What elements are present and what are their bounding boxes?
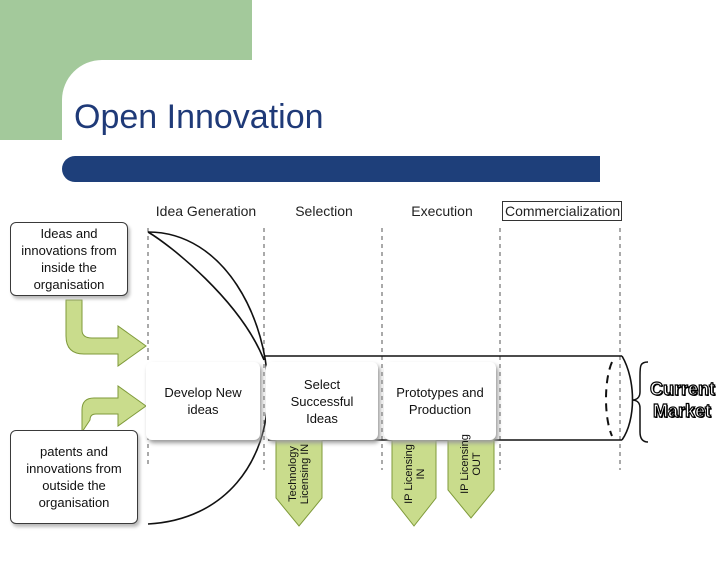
stage-commercialization: Commercialization (502, 201, 622, 221)
background-white-panel (62, 60, 720, 580)
current-market-label: Current Market (649, 378, 716, 421)
stage-idea-generation: Idea Generation (155, 203, 257, 219)
prototypes-box: Prototypes and Production (384, 362, 496, 440)
arrow-inside-ideas (65, 299, 147, 367)
select-ideas-box: Select Successful Ideas (266, 362, 378, 440)
funnel-mouth (621, 355, 634, 441)
ip-licensing-out-label: IP Licensing OUT (459, 434, 483, 494)
technology-licensing-in-label: Technology Licensing IN (287, 443, 311, 505)
ip-licensing-in-label: IP Licensing IN (403, 444, 427, 504)
inside-ideas-label: Ideas and innovations from inside the or… (21, 226, 117, 292)
develop-ideas-box: Develop New ideas (146, 362, 260, 440)
inside-ideas-box: Ideas and innovations from inside the or… (10, 222, 128, 296)
outside-patents-box: patents and innovations from outside the… (10, 430, 138, 524)
outside-patents-label: patents and innovations from outside the… (26, 444, 122, 510)
arrow-outside-patents (66, 385, 147, 433)
stage-selection: Selection (295, 203, 353, 219)
select-ideas-label: Select Successful Ideas (290, 376, 354, 426)
prototypes-label: Prototypes and Production (396, 385, 484, 417)
input-arrows (65, 299, 147, 433)
develop-ideas-label: Develop New ideas (164, 385, 242, 417)
market-oval-dashed (605, 361, 613, 437)
page-title: Open Innovation (74, 98, 324, 136)
stage-execution: Execution (411, 203, 473, 219)
funnel-top-line (147, 231, 265, 361)
title-underline-bar (62, 156, 600, 182)
market-bracket (631, 361, 649, 443)
